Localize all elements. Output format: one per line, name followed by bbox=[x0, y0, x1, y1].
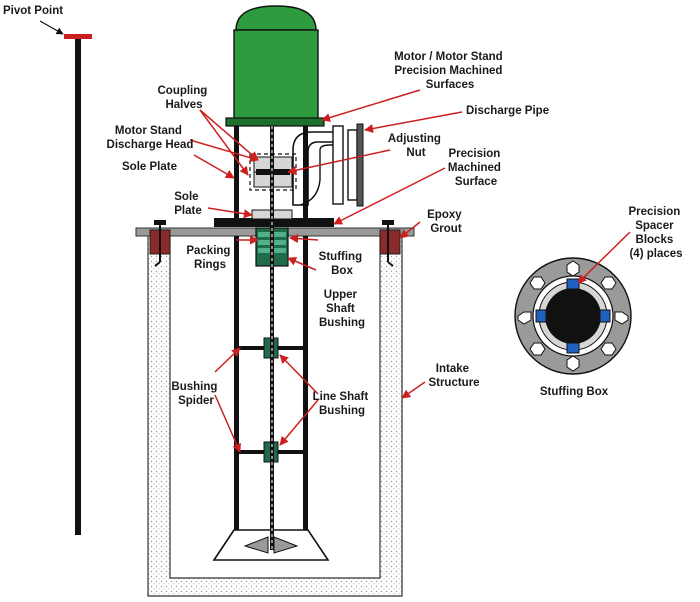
label-stuffing-box: Stuffing Box bbox=[319, 251, 366, 277]
callout-arrows bbox=[189, 89, 631, 453]
motor-stand-discharge-head bbox=[234, 124, 308, 220]
label-intake-structure: Intake Structure bbox=[428, 363, 479, 389]
label-coupling-halves: Coupling Halves bbox=[157, 85, 210, 111]
pivot-arrow bbox=[39, 20, 64, 35]
label-adjusting-nut: Adjusting Nut bbox=[388, 133, 444, 159]
label-pivot-point: Pivot Point bbox=[3, 5, 63, 17]
label-precision-spacer-blocks: Precision Spacer Blocks (4) places bbox=[629, 206, 684, 260]
motor-mounting-flange bbox=[225, 117, 325, 127]
discharge-elbow bbox=[292, 131, 336, 206]
spacer-block-bottom bbox=[566, 342, 580, 354]
label-discharge-pipe: Discharge Pipe bbox=[466, 105, 549, 117]
spacer-block-right bbox=[599, 309, 611, 323]
pivot-rod bbox=[64, 34, 92, 535]
label-epoxy-grout: Epoxy Grout bbox=[427, 209, 465, 235]
label-bushing-spider: Bushing Spider bbox=[171, 381, 220, 407]
motor bbox=[225, 5, 325, 127]
label-sole-plate-upper: Sole Plate bbox=[122, 161, 177, 173]
label-precision-machined-surface: Precision Machined Surface bbox=[448, 148, 504, 188]
label-motor-stand-surfaces: Motor / Motor Stand Precision Machined S… bbox=[394, 51, 506, 91]
discharge-pipe bbox=[356, 123, 364, 207]
label-line-shaft-bushing: Line Shaft Bushing bbox=[313, 391, 372, 417]
stuffing-box-detail bbox=[514, 257, 632, 375]
label-upper-shaft-bushing: Upper Shaft Bushing bbox=[319, 289, 365, 329]
pivot-shaft bbox=[75, 39, 81, 535]
spacer-block-top bbox=[566, 278, 580, 290]
label-motor-stand-discharge-head: Motor Stand Discharge Head bbox=[107, 125, 194, 151]
discharge-flange bbox=[332, 125, 344, 205]
epoxy-grout-right bbox=[379, 229, 401, 255]
label-sole-plate-lower: Sole Plate bbox=[174, 191, 202, 217]
discharge-pipe-flange-outer bbox=[347, 129, 358, 201]
pivot-cap bbox=[64, 34, 92, 39]
spacer-block-left bbox=[535, 309, 547, 323]
label-stuffing-box-detail: Stuffing Box bbox=[540, 386, 609, 398]
label-packing-rings: Packing Rings bbox=[186, 245, 233, 271]
column-pipe bbox=[234, 236, 308, 530]
